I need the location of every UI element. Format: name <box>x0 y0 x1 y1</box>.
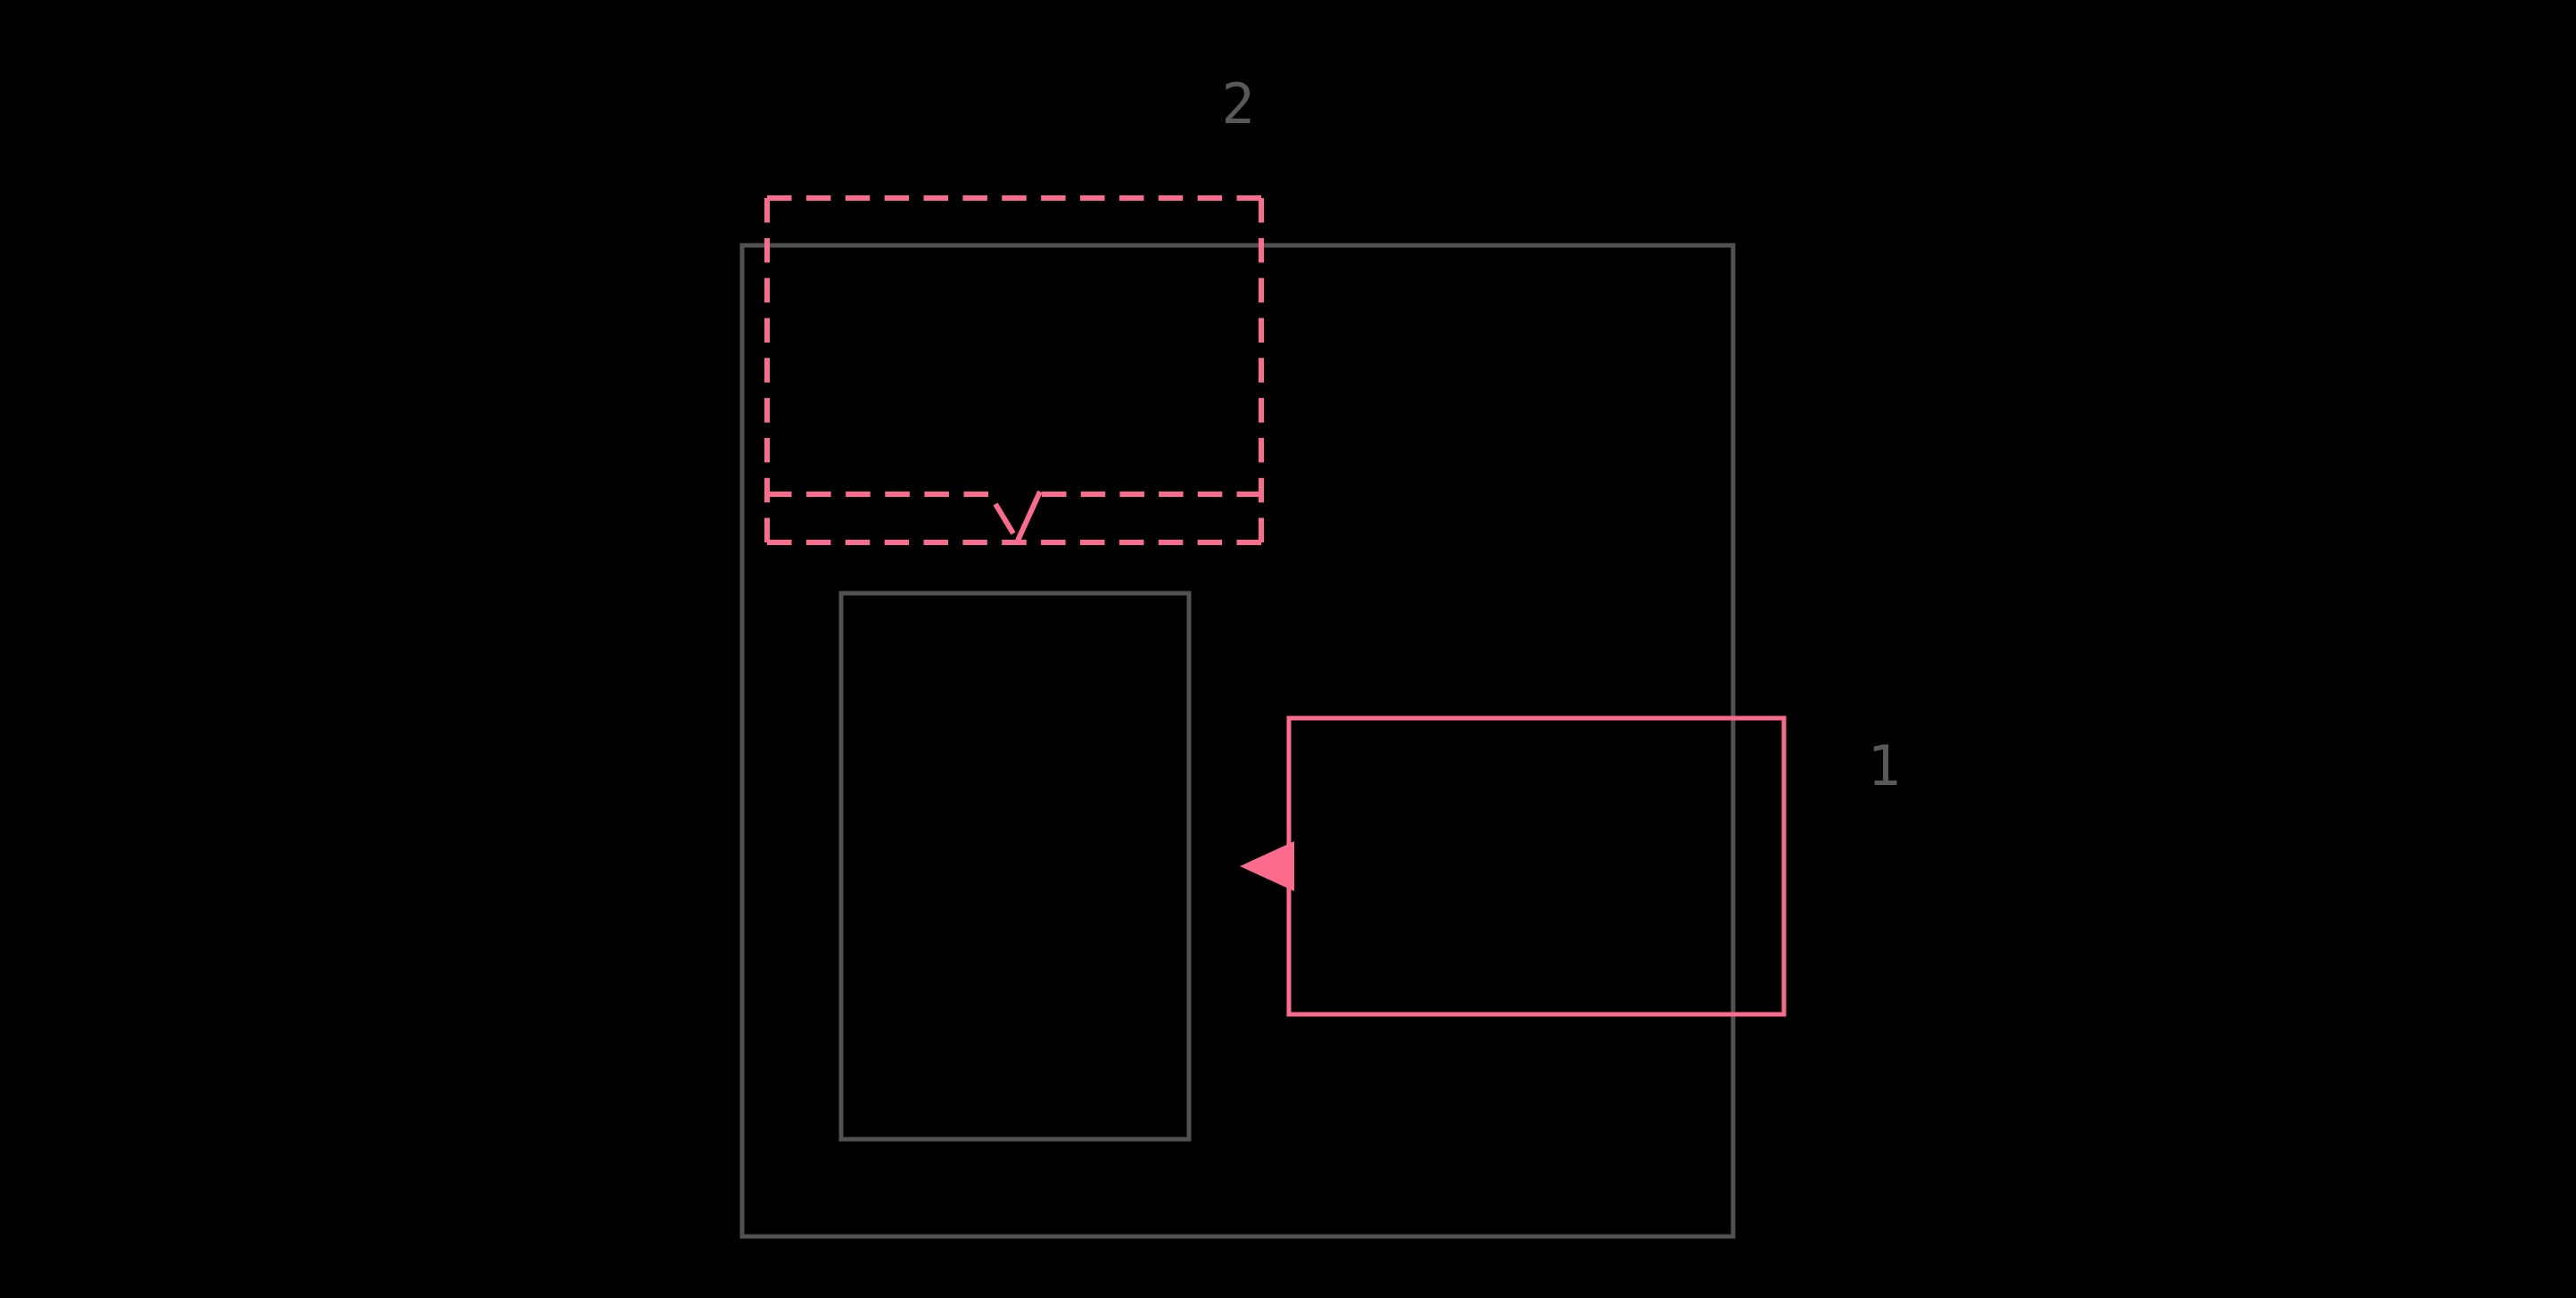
annotation-1-left-tail-triangle <box>1240 841 1294 891</box>
annotation-2-tail-arm-0 <box>993 502 1016 535</box>
inner-wireframe-rect[interactable] <box>838 591 1192 1142</box>
annotation-1-solid-callout[interactable] <box>1240 715 1787 1017</box>
annotation-1-box[interactable] <box>1286 715 1787 1017</box>
annotation-label-2: 2 <box>1221 71 1254 136</box>
annotation-label-1: 1 <box>1867 733 1900 798</box>
annotation-2-tail-arm-1 <box>1015 490 1043 542</box>
outer-wireframe-rect[interactable] <box>739 243 1736 1239</box>
annotation-2-dashed-callout[interactable] <box>764 195 1264 545</box>
